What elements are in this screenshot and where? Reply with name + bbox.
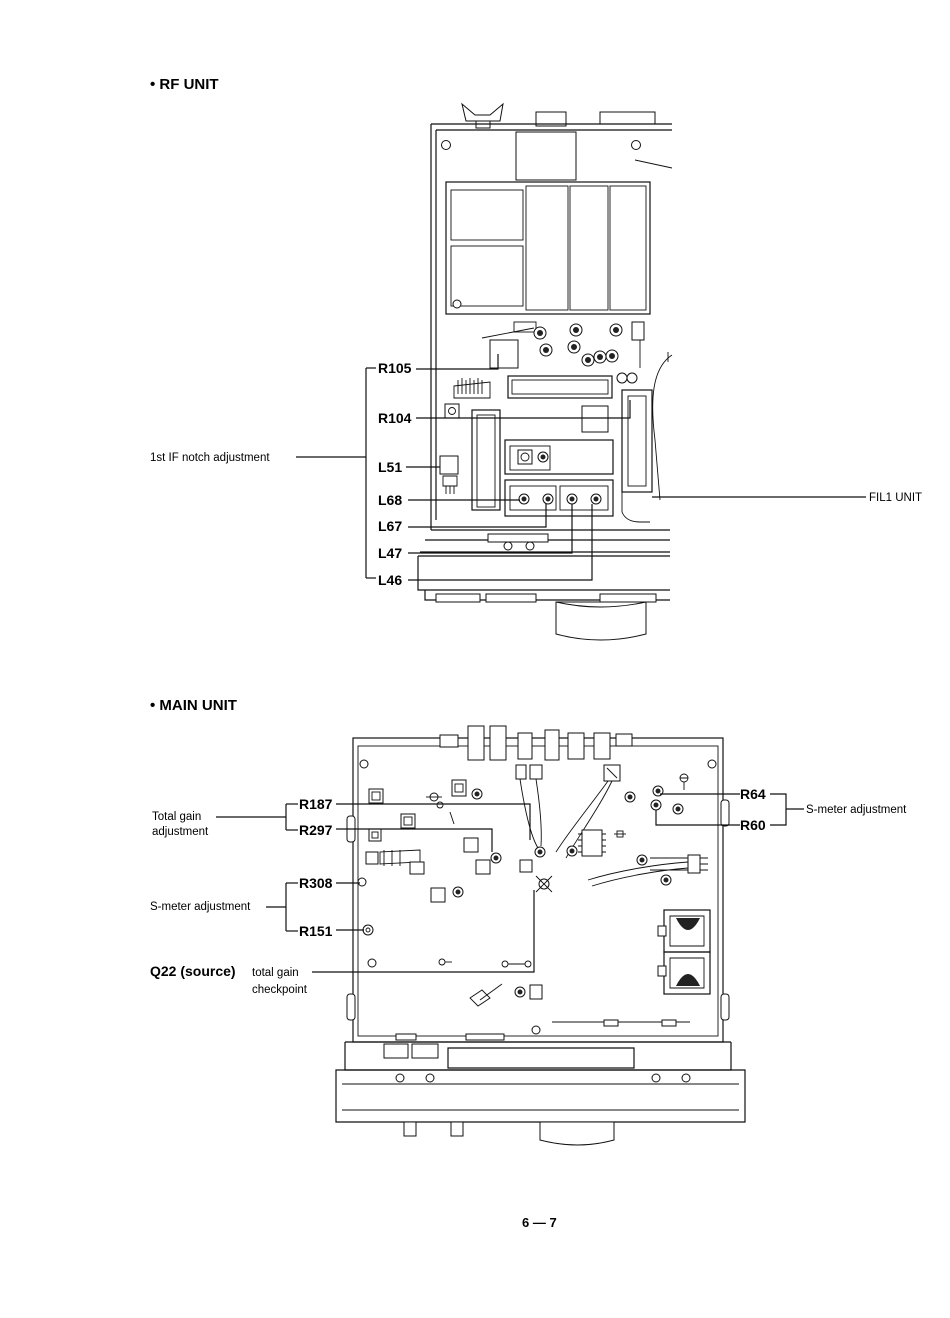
total-gain-caption-line1: Total gain (152, 811, 201, 823)
label-l46: L46 (378, 572, 402, 588)
smeter-right-caption: S-meter adjustment (806, 804, 907, 816)
fil1-unit-caption: FIL1 UNIT (869, 492, 922, 504)
checkpoint-caption-line2: checkpoint (252, 984, 308, 996)
label-r308: R308 (299, 875, 333, 891)
label-r297: R297 (299, 822, 333, 838)
notch-adjustment-caption: 1st IF notch adjustment (150, 452, 270, 464)
label-l51: L51 (378, 459, 402, 475)
label-r151: R151 (299, 923, 333, 939)
label-r60: R60 (740, 817, 766, 833)
label-r105: R105 (378, 360, 412, 376)
label-l47: L47 (378, 545, 402, 561)
main-unit-title: • MAIN UNIT (150, 697, 237, 714)
smeter-left-caption: S-meter adjustment (150, 901, 251, 913)
checkpoint-caption-line1: total gain (252, 967, 299, 979)
label-r104: R104 (378, 410, 412, 426)
label-r187: R187 (299, 796, 333, 812)
q22-source-label: Q22 (source) (150, 963, 236, 979)
label-r64: R64 (740, 786, 766, 802)
page-number: 6 — 7 (522, 1215, 557, 1230)
rf-unit-title: • RF UNIT (150, 76, 219, 93)
main-unit-board-drawing (336, 726, 745, 1145)
rf-unit-board-drawing (418, 104, 672, 640)
label-l67: L67 (378, 518, 402, 534)
total-gain-caption-line2: adjustment (152, 826, 209, 838)
label-l68: L68 (378, 492, 402, 508)
